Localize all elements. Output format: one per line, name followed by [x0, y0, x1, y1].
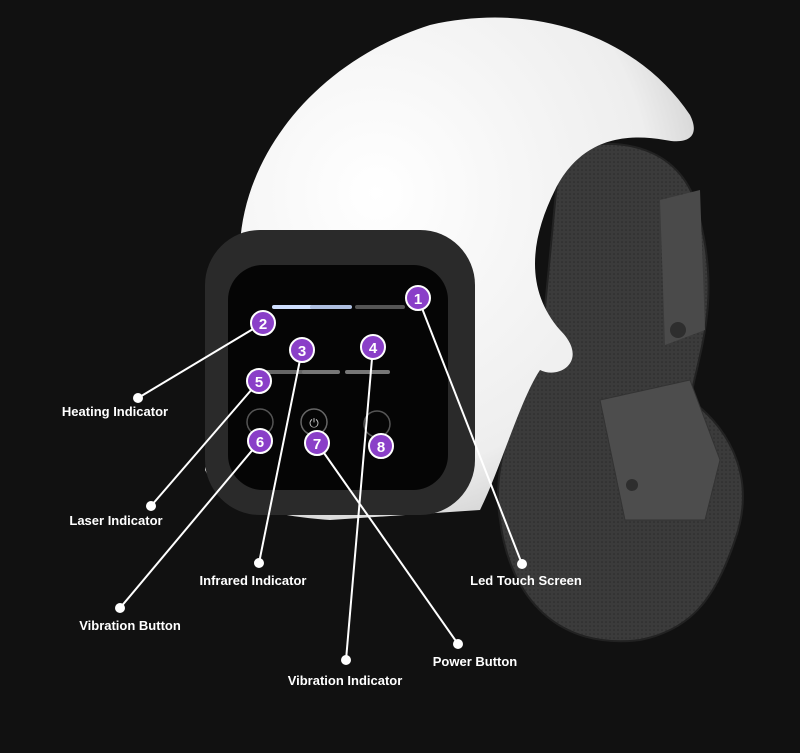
leader-dots [115, 393, 527, 665]
badge-6: 6 [247, 428, 273, 454]
label-infrared-indicator: Infrared Indicator [200, 573, 307, 588]
label-vibration-indicator: Vibration Indicator [288, 673, 403, 688]
vibration-level-bar [250, 370, 390, 374]
svg-text:2: 2 [259, 316, 267, 333]
badge-3: 3 [289, 337, 315, 363]
badge-2: 2 [250, 310, 276, 336]
label-heating-indicator: Heating Indicator [62, 404, 168, 419]
label-vibration-button: Vibration Button [79, 618, 181, 633]
badge-7: 7 [304, 430, 330, 456]
strap-button [670, 322, 686, 338]
heat-level-bar [272, 305, 405, 309]
power-icon: ⏻ [309, 416, 319, 430]
label-power-button: Power Button [433, 654, 518, 669]
badge-1: 1 [405, 285, 431, 311]
svg-text:1: 1 [414, 291, 422, 308]
svg-text:3: 3 [298, 343, 306, 360]
svg-text:7: 7 [313, 436, 321, 453]
label-laser-indicator: Laser Indicator [69, 513, 162, 528]
svg-text:8: 8 [377, 439, 385, 456]
svg-text:5: 5 [255, 374, 263, 391]
badge-5: 5 [246, 368, 272, 394]
leader-lines [119, 297, 523, 661]
strap-button [626, 479, 638, 491]
svg-text:4: 4 [369, 340, 378, 357]
velcro-strap-upper [660, 190, 705, 345]
badge-4: 4 [360, 334, 386, 360]
svg-text:6: 6 [256, 434, 264, 451]
badge-8: 8 [368, 433, 394, 459]
led-touch-screen[interactable] [228, 265, 448, 490]
label-led-touch-screen: Led Touch Screen [470, 573, 582, 588]
